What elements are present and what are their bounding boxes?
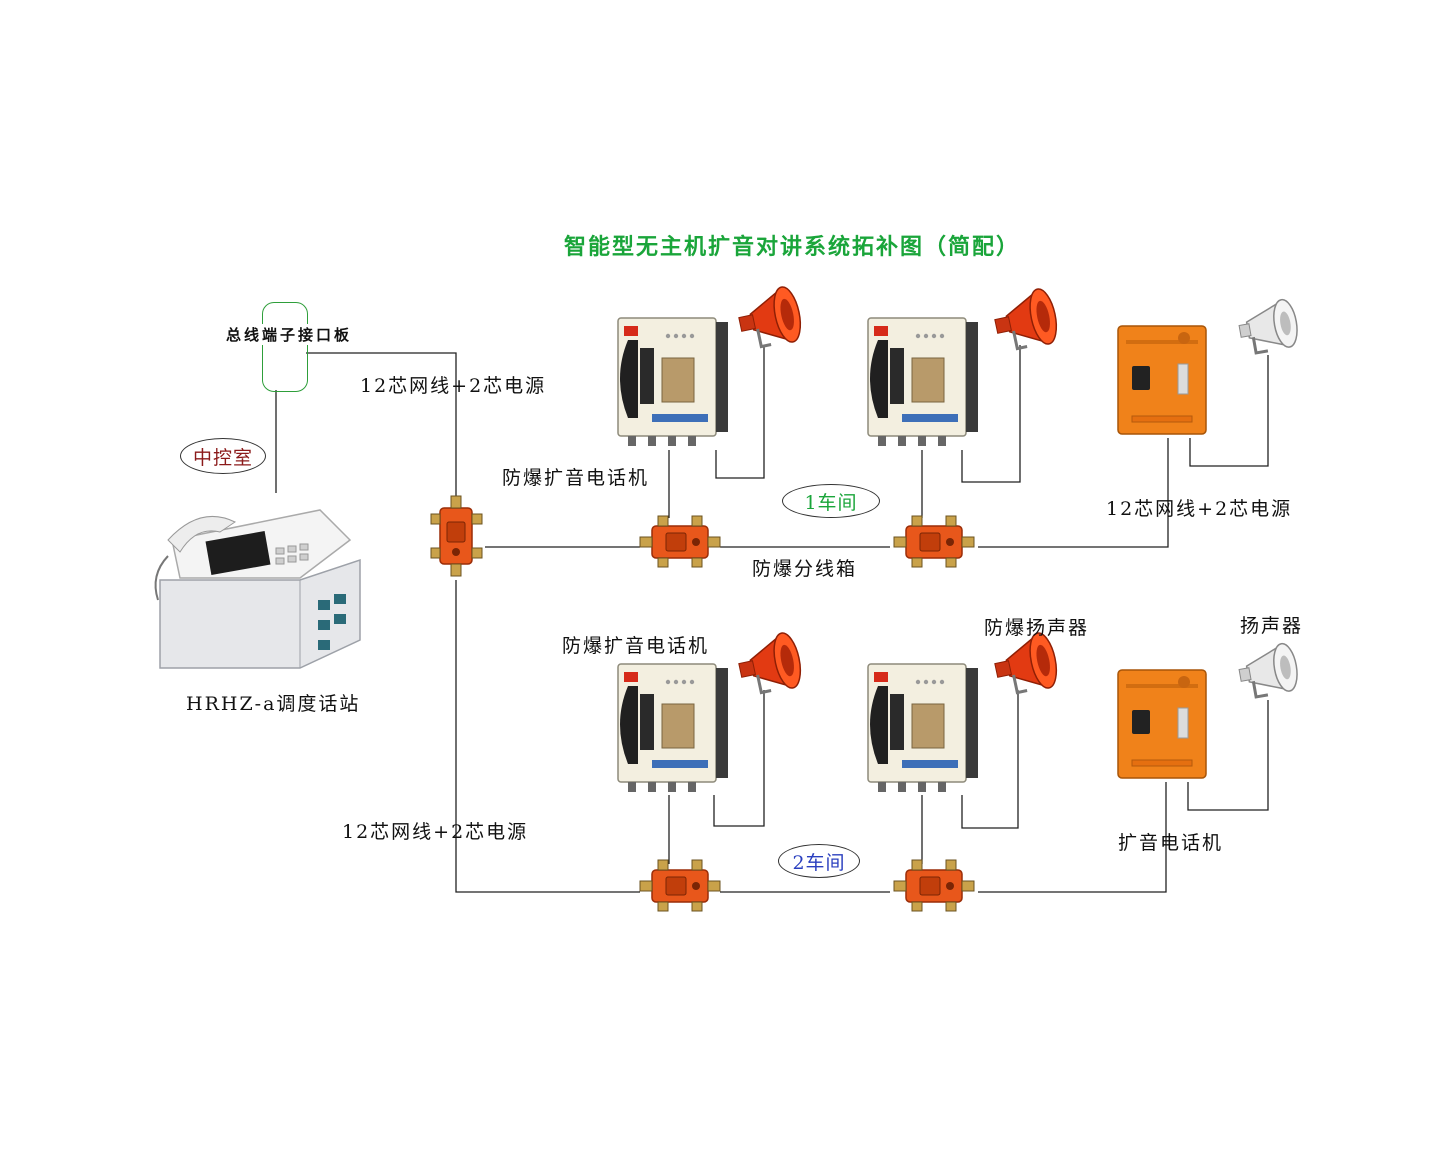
pa-phone-label: 扩音电话机 [1118,832,1224,854]
w2-ex-horn-2 [988,629,1063,700]
control-room-oval: 中控室 [180,438,266,474]
terminal-board [262,302,308,392]
w1-ex-horn-2 [988,285,1063,356]
wire-w2-horn2 [961,690,1019,829]
w1-phone-label: 防爆扩音电话机 [502,467,650,489]
ex-speaker-label: 防爆扬声器 [984,617,1090,639]
workshop1-oval: 1车间 [782,484,880,518]
speaker-label: 扬声器 [1240,615,1304,637]
wire-w1-horn2 [961,345,1021,483]
w1-pa-phone [1117,325,1207,435]
w1-junction-box-2 [893,515,975,568]
wire-w2-to-paphone [978,782,1167,893]
cable-label-top-left: 12芯网线+2芯电源 [360,375,547,397]
wire-w1-horn1 [715,345,765,479]
w1-junction-box-1 [639,515,721,568]
wire-trunk-to-workshop2 [455,580,640,893]
w1-ex-horn-1 [732,283,807,354]
junction-box-label: 防爆分线箱 [752,558,858,580]
wire-w2-speaker [1187,700,1269,811]
w2-ex-phone-1 [617,663,729,793]
w2-speaker [1234,640,1302,701]
w2-phone-label: 防爆扩音电话机 [562,635,710,657]
cable-label-bottom-left: 12芯网线+2芯电源 [342,821,529,843]
cable-label-top-right: 12芯网线+2芯电源 [1106,498,1293,520]
wiring [275,345,1269,893]
trunk-junction-box [430,495,483,577]
w1-ex-phone-2 [867,317,979,447]
dispatch-station-label: HRHZ-a调度话站 [186,693,361,715]
wire-w2-horn1 [713,690,765,827]
control-room-label: 中控室 [192,446,253,469]
w2-junction-box-2 [893,859,975,912]
wire-terminal-to-trunk [306,352,457,510]
terminal-board-label: 总线端子接口板 [226,324,353,345]
w2-pa-phone [1117,669,1207,779]
wire-w1-speaker [1189,355,1269,467]
w2-ex-horn-1 [732,629,807,700]
dispatch-station-device [154,509,361,669]
wire-w1-to-paphone [978,438,1169,548]
w1-ex-phone-1 [617,317,729,447]
workshop2-label: 2车间 [792,851,846,874]
workshop2-oval: 2车间 [778,844,860,878]
w1-speaker [1234,296,1302,357]
w2-junction-box-1 [639,859,721,912]
workshop1-label: 1车间 [804,491,858,514]
w2-ex-phone-2 [867,663,979,793]
diagram-title: 智能型无主机扩音对讲系统拓补图（简配） [563,234,1020,260]
